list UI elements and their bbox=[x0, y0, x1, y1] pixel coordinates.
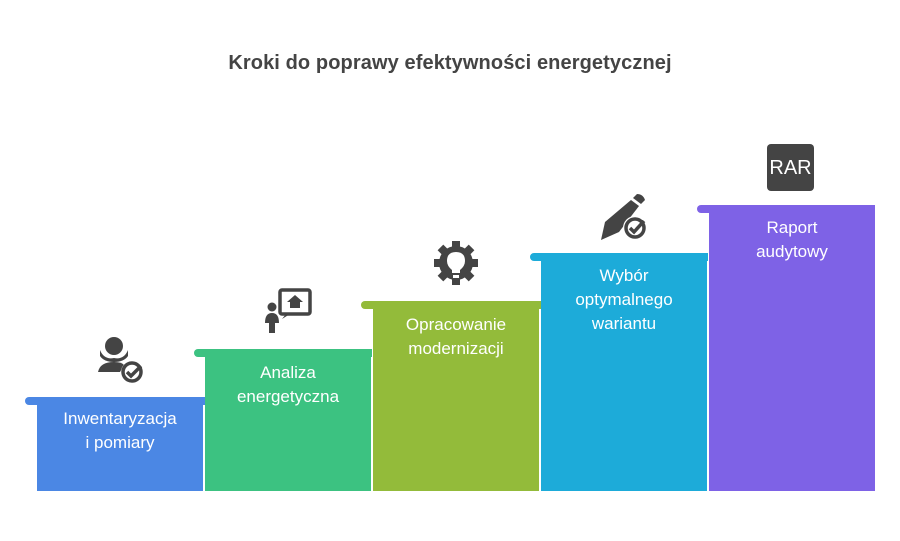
step-body: Analiza energetyczna bbox=[205, 349, 371, 491]
step-body: Raport audytowy bbox=[709, 205, 875, 491]
step-label-line: audytowy bbox=[756, 242, 828, 261]
step-label-line: i pomiary bbox=[85, 433, 155, 452]
presenter-house-icon bbox=[265, 288, 312, 333]
step-label-line: optymalnego bbox=[575, 290, 673, 309]
step-label-line: modernizacji bbox=[408, 339, 504, 358]
step-label-line: energetyczna bbox=[236, 387, 340, 406]
diagram-title: Kroki do poprawy efektywności energetycz… bbox=[228, 52, 672, 74]
step-body: Opracowanie modernizacji bbox=[373, 301, 539, 491]
step-label-line: Inwentaryzacja bbox=[63, 409, 177, 428]
rar-icon-text: RAR bbox=[769, 157, 812, 179]
rar-file-icon: RAR bbox=[767, 144, 814, 191]
person-check-icon bbox=[98, 337, 143, 383]
step-label-line: Opracowanie bbox=[405, 315, 507, 334]
step-body: Wybór optymalnego wariantu bbox=[541, 253, 707, 491]
step-label-line: Raport bbox=[766, 218, 818, 237]
step-label-line: Analiza bbox=[260, 363, 316, 382]
step-label-line: Wybór bbox=[599, 266, 649, 285]
gear-bulb-icon bbox=[434, 241, 478, 285]
pen-check-icon bbox=[601, 194, 647, 240]
step-label-line: wariantu bbox=[591, 314, 657, 333]
step-body: Inwentaryzacja i pomiary bbox=[37, 397, 203, 491]
